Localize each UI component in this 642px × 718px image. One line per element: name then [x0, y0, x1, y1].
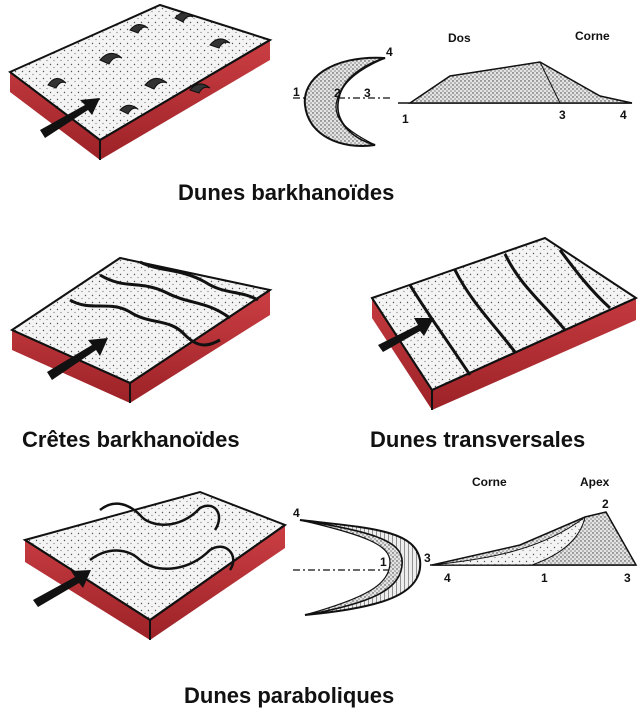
parabolic-plan-label-3: 3 [424, 551, 431, 565]
barchan-plan-label-2: 2 [334, 86, 341, 100]
barkhanoid-ridges-block [12, 258, 270, 403]
caption-parabolic-dunes: Dunes paraboliques [184, 683, 394, 709]
parabolic-profile-label-4: 4 [444, 571, 451, 585]
barchan-profile-label-3: 3 [559, 108, 566, 122]
caption-transverse-dunes: Dunes transversales [370, 427, 585, 453]
parabolic-profile-label-1: 1 [541, 571, 548, 585]
parabolic-plan-label-1: 1 [380, 555, 387, 569]
parabolic-dunes-block [25, 492, 285, 640]
barkhanoid-dunes-block [10, 5, 270, 160]
parabolic-profile-label-3: 3 [624, 571, 631, 585]
parabolic-plan-view: 1 3 4 [293, 506, 431, 615]
parabolic-profile-label-2: 2 [602, 497, 609, 511]
barchan-profile-label-4: 4 [620, 108, 627, 122]
barchan-profile-horn-label: Corne [575, 29, 610, 43]
caption-barkhanoid-ridges: Crêtes barkhanoïdes [22, 427, 240, 453]
barchan-profile-label-1: 1 [402, 112, 409, 126]
barchan-profile-back-label: Dos [448, 31, 471, 45]
barchan-profile: Dos Corne 1 3 4 [398, 29, 632, 126]
barchan-plan-view: 1 2 3 4 [293, 45, 393, 146]
barchan-plan-label-4: 4 [386, 45, 393, 59]
barchan-plan-label-1: 1 [293, 85, 300, 99]
barchan-plan-label-3: 3 [364, 86, 371, 100]
parabolic-profile-horn-label: Corne [472, 475, 507, 489]
transverse-dunes-block [372, 238, 636, 410]
parabolic-profile-apex-label: Apex [580, 475, 610, 489]
parabolic-plan-label-4: 4 [293, 506, 300, 520]
parabolic-profile: Corne Apex 2 4 1 3 [430, 475, 636, 585]
caption-barkhanoid-dunes: Dunes barkhanoïdes [178, 180, 394, 206]
